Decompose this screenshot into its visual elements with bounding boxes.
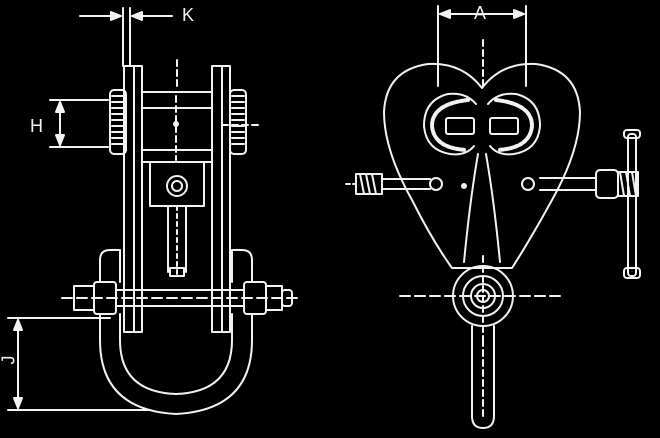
- dimension-h: [49, 99, 109, 148]
- side-view: [7, 7, 301, 415]
- u-shackle: [99, 249, 253, 415]
- front-view: [345, 5, 641, 429]
- lifting-eye: [399, 255, 561, 429]
- shackle-bolt: [61, 281, 301, 315]
- dimension-label-h: H: [30, 116, 43, 136]
- knurled-collars: [109, 89, 247, 155]
- dimension-label-a: A: [474, 3, 487, 23]
- dimension-k: [79, 7, 173, 67]
- center-spacer: [149, 161, 205, 277]
- dimension-a: [437, 5, 527, 87]
- tightening-screw: [539, 129, 641, 279]
- dimension-j: [7, 317, 151, 411]
- left-rod: [345, 173, 431, 195]
- side-plates: [123, 65, 231, 333]
- dimension-label-k: K: [182, 5, 195, 25]
- dimension-label-j: J: [0, 355, 19, 365]
- clamp-body: [383, 62, 581, 269]
- upper-body: [141, 91, 213, 163]
